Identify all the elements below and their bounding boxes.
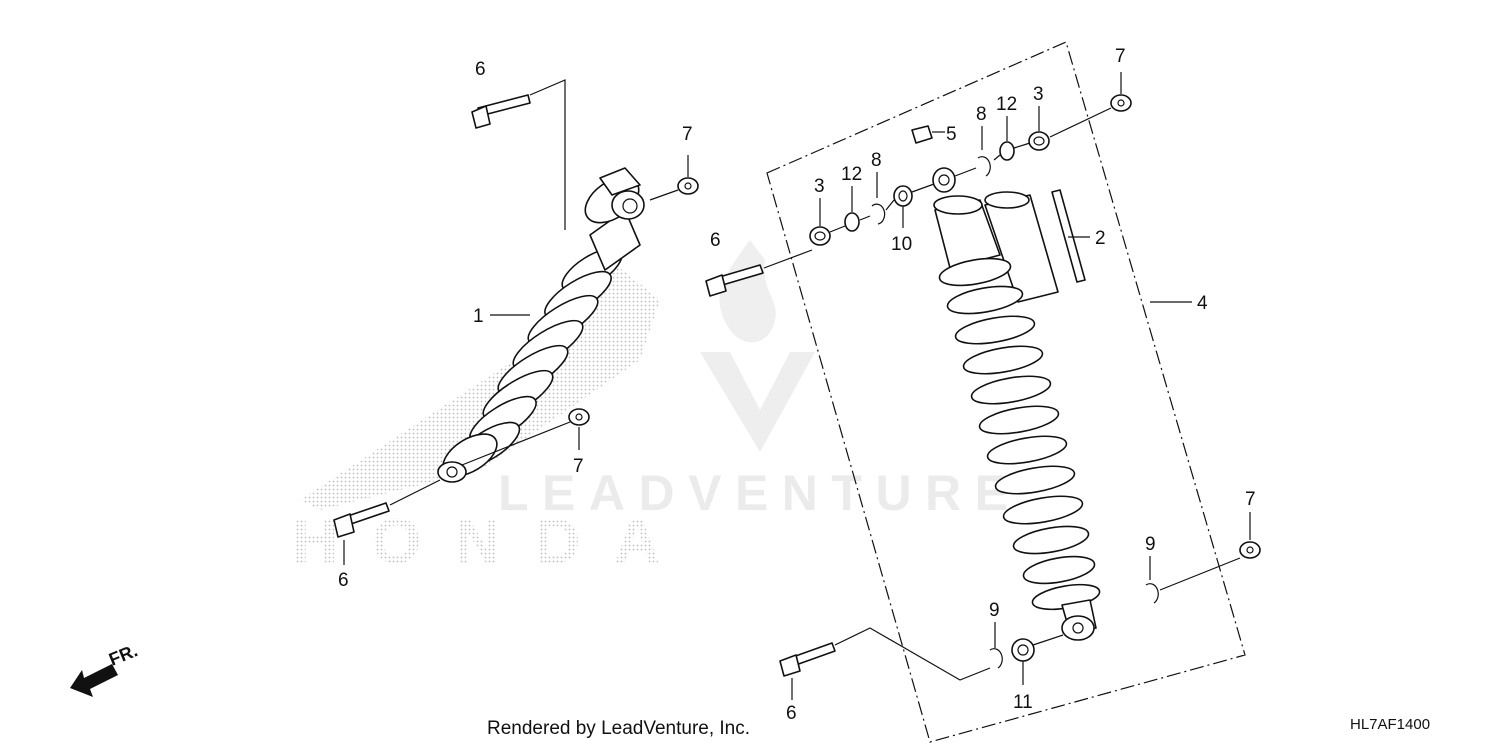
callout-2: 2: [1095, 228, 1106, 249]
bolt-upper-right: [705, 264, 764, 297]
collar-10: [893, 185, 913, 207]
left-spring: [455, 247, 623, 469]
front-indicator-label: FR.: [106, 640, 140, 669]
seal-12-left: [844, 212, 860, 232]
callout-7-mid-left: 7: [573, 456, 584, 477]
v-mark: [700, 352, 815, 452]
circlip-9-lower: [989, 648, 1003, 669]
bolt-lower-left: [333, 502, 390, 538]
nut-mid-left: [568, 408, 590, 426]
right-spring: [938, 257, 1101, 611]
right-shock-absorber: [932, 167, 1101, 641]
bolt-lower-right: [779, 642, 836, 677]
footer-credit: Rendered by LeadVenture, Inc.: [487, 718, 751, 739]
upper-eyelet: [932, 167, 956, 193]
nut-upper-right: [1110, 94, 1132, 112]
circlip-8-left: [871, 203, 886, 225]
assembly-outline: [766, 41, 1246, 743]
nut-lower-right: [1239, 541, 1261, 559]
callout-9-upper: 9: [1145, 534, 1156, 555]
collar-3-right: [1028, 131, 1050, 151]
left-shock-absorber: [437, 167, 645, 483]
callout-6-lower-right: 6: [786, 703, 797, 724]
callout-10: 10: [891, 234, 912, 255]
fitting-5: [911, 125, 933, 144]
callout-7-upper-left: 7: [682, 124, 693, 145]
front-indicator: FR.: [70, 640, 140, 697]
callout-8-right: 8: [976, 104, 987, 125]
callout-12-right: 12: [996, 94, 1017, 115]
leader-lines: [343, 72, 1251, 700]
callout-3-left: 3: [814, 176, 825, 197]
callout-8-left: 8: [871, 150, 882, 171]
callout-3-right: 3: [1033, 84, 1044, 105]
callout-7-upper-right: 7: [1115, 46, 1126, 67]
callout-6-upper-left: 6: [475, 59, 486, 80]
bolt-upper-left: [471, 94, 531, 129]
diagram-code: HL7AF1400: [1350, 716, 1431, 733]
callout-numbers: 6 1 7 7 6 6 3 12 8 10 5 8 12 3 7 2 4 7 9…: [338, 46, 1256, 724]
collar-3-left: [809, 226, 831, 246]
circlip-9-upper: [1145, 583, 1159, 604]
seal-12-right: [999, 141, 1015, 161]
circlip-8-right: [977, 156, 991, 177]
bushing-11: [1011, 638, 1035, 662]
callout-4: 4: [1197, 293, 1208, 314]
lower-eyelet: [1061, 615, 1095, 641]
nut-upper-left: [677, 177, 699, 195]
callout-9-lower: 9: [989, 600, 1000, 621]
callout-6-upper-right: 6: [710, 230, 721, 251]
callout-7-lower-right: 7: [1245, 489, 1256, 510]
clip-strip-2: [1051, 189, 1086, 283]
callout-5: 5: [946, 124, 957, 145]
callout-1: 1: [473, 306, 484, 327]
callout-12-left: 12: [841, 164, 862, 185]
flame-mark: [719, 240, 776, 343]
callout-11: 11: [1013, 692, 1033, 713]
front-arrow-icon: [70, 664, 118, 697]
callout-6-lower-left: 6: [338, 570, 349, 591]
